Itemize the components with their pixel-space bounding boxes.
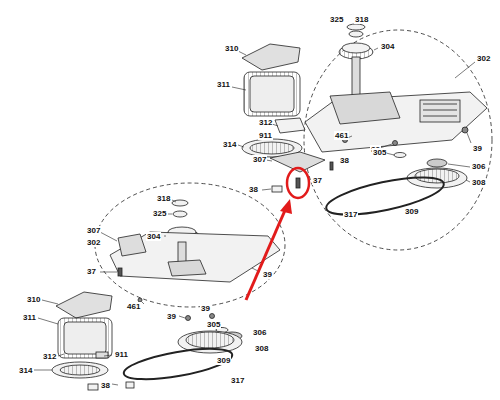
callout-number: 325 (152, 209, 167, 218)
callout-number: 305 (206, 320, 221, 329)
callout-number: 307 (252, 155, 267, 164)
highlight-arrow (246, 208, 286, 300)
shaft (352, 57, 360, 97)
callout-number: 911 (114, 350, 129, 359)
callout-number: 304 (146, 232, 161, 241)
callout-number: 312 (258, 118, 273, 127)
motor (58, 318, 112, 358)
callout-number: 307 (86, 226, 101, 235)
belt (323, 170, 446, 222)
callout-number: 314 (18, 366, 33, 375)
pulley-hub (427, 159, 447, 167)
callout-number: 309 (404, 207, 419, 216)
motor-cover (242, 44, 300, 70)
callout-number: 306 (471, 162, 486, 171)
fan (52, 362, 108, 378)
callout-number: 37 (312, 176, 323, 185)
clip (272, 186, 282, 192)
callout-number: 39 (262, 270, 273, 279)
callout-number: 318 (156, 194, 171, 203)
callout-number: 305 (372, 148, 387, 157)
callout-number: 38 (100, 381, 111, 390)
nut (173, 211, 187, 217)
callout-number: 310 (224, 44, 239, 53)
motor-cover (56, 292, 112, 318)
bracket (118, 234, 146, 256)
callout-number: 38 (339, 156, 350, 165)
callout-number: 318 (354, 15, 369, 24)
callout-number: 304 (380, 42, 395, 51)
washer (172, 200, 188, 206)
leader-lines (34, 48, 475, 385)
group-outline (304, 30, 492, 250)
callout-number: 325 (329, 15, 344, 24)
callout-number: 314 (222, 140, 237, 149)
callout-number: 461 (126, 302, 141, 311)
base-plate (305, 92, 487, 152)
callout-number: 302 (86, 238, 101, 247)
callout-number: 38 (248, 185, 259, 194)
gear-housing (420, 100, 460, 122)
screw (296, 178, 300, 188)
base-plate (110, 232, 280, 282)
callout-number: 911 (258, 131, 273, 140)
highlight-circle (287, 168, 309, 198)
callout-number: 308 (254, 344, 269, 353)
clip (88, 384, 98, 390)
bearing-top (342, 43, 370, 53)
motor (244, 72, 300, 116)
group-outline (95, 183, 285, 307)
callout-number: 37 (86, 267, 97, 276)
bracket (275, 118, 305, 133)
callout-number: 311 (22, 313, 37, 322)
callout-number: 39 (472, 144, 483, 153)
nut (349, 31, 363, 37)
callout-number: 310 (26, 295, 41, 304)
callout-number: 302 (476, 54, 491, 63)
callout-number: 311 (216, 80, 231, 89)
callout-number: 309 (216, 356, 231, 365)
washer (347, 24, 365, 30)
callout-number: 39 (166, 312, 177, 321)
belt (122, 343, 234, 386)
arrow-head (280, 199, 292, 214)
callout-number: 306 (252, 328, 267, 337)
callout-number: 461 (334, 131, 349, 140)
callout-number: 308 (471, 178, 486, 187)
callout-number: 317 (230, 376, 245, 385)
callout-number: 39 (200, 304, 211, 313)
washer (394, 153, 406, 158)
gearbox (330, 92, 400, 124)
callout-number: 317 (343, 210, 358, 219)
callout-number: 312 (42, 352, 57, 361)
